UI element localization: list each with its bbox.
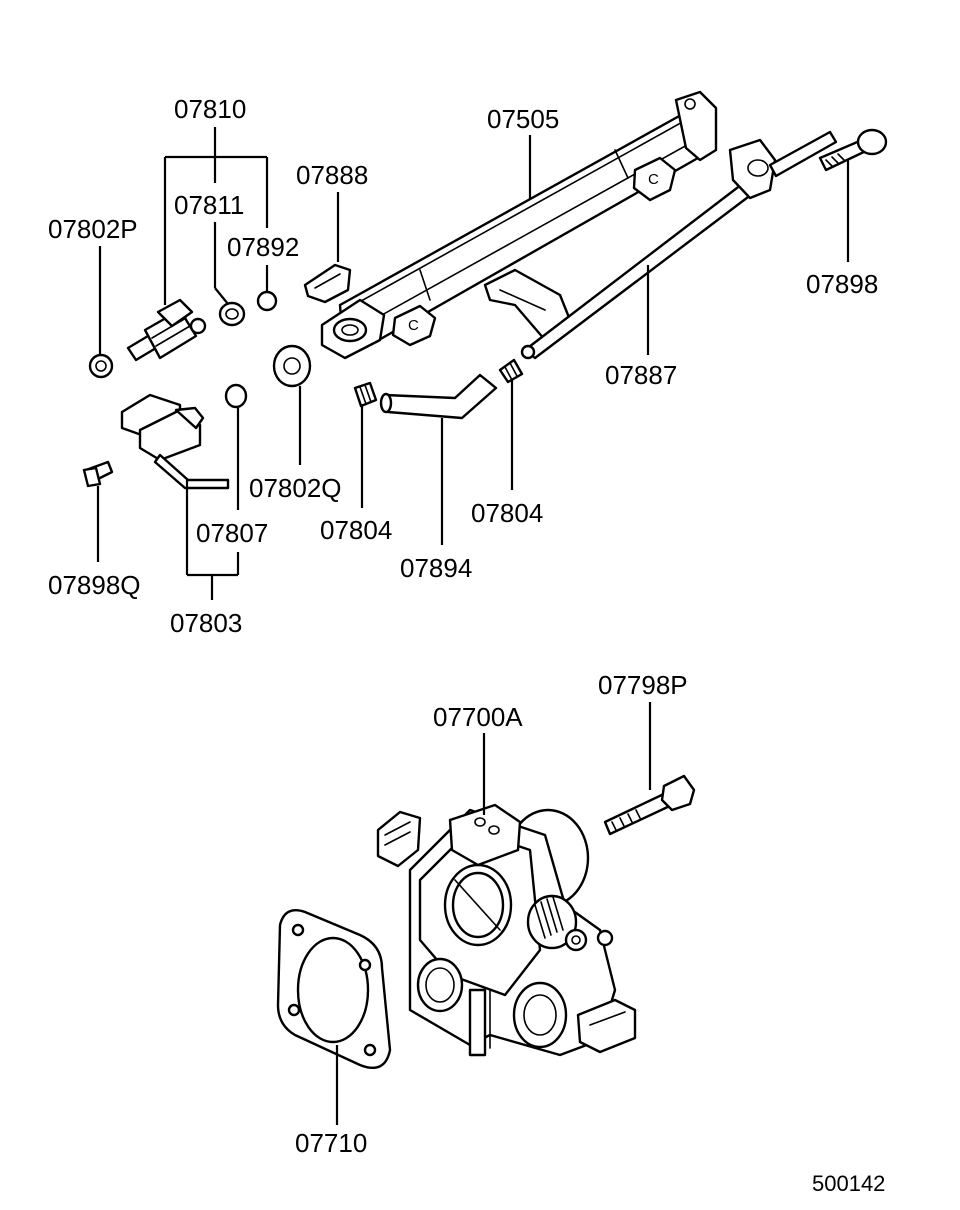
label-07505: 07505 [487,104,559,134]
fuel-pipe-drawing [520,130,838,360]
label-07894: 07894 [400,553,472,583]
throttle-body-drawing [376,803,637,1057]
svg-text:C: C [408,317,419,334]
bolt-07898-drawing [818,128,888,172]
label-07804-right: 07804 [471,498,543,528]
label-07810: 07810 [174,94,246,124]
label-07892: 07892 [227,232,299,262]
label-07807: 07807 [196,518,268,548]
hose-clamps-drawing [353,358,524,408]
label-07804-left: 07804 [320,515,392,545]
label-07798p: 07798P [598,670,688,700]
gasket-drawing [276,908,392,1070]
clip-drawing [303,263,352,304]
fuel-rail-drawing: C C [320,90,718,360]
label-07811: 07811 [174,190,244,220]
label-07888: 07888 [296,160,368,190]
leader-lines-upper [96,127,850,600]
label-07898q: 07898Q [48,570,141,600]
label-07802p: 07802P [48,214,138,244]
diagram-id: 500142 [812,1171,885,1196]
label-07898: 07898 [806,269,878,299]
seal-rings-drawing [88,290,312,409]
label-07803: 07803 [170,608,242,638]
injector-drawing [126,298,207,362]
leader-lines-lower [335,702,652,1125]
label-07802q: 07802Q [249,473,342,503]
pressure-regulator-drawing [120,393,230,490]
bolt-07898q-drawing [82,460,114,488]
label-07710: 07710 [295,1128,367,1158]
bolt-07798p-drawing [603,774,696,836]
hose-drawing [379,373,498,420]
label-07700a: 07700A [433,702,523,732]
svg-text:C: C [648,171,659,188]
label-07887: 07887 [605,360,677,390]
